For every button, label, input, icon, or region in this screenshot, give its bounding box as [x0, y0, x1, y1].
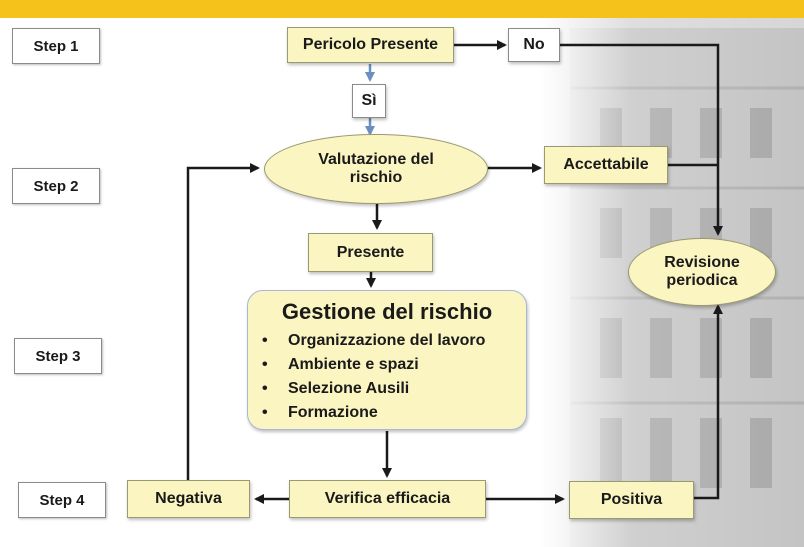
step-2-label: Step 2: [12, 168, 100, 204]
line-negativa-to-valutazione: [186, 163, 260, 480]
revisione-line-2: periodica: [666, 272, 738, 289]
line-no-to-revisione: [560, 43, 723, 236]
step-4-label: Step 4: [18, 482, 106, 518]
step-3-label: Step 3: [14, 338, 102, 374]
node-no: No: [508, 28, 560, 62]
node-pericolo-presente: Pericolo Presente: [287, 27, 454, 63]
gestione-item: Ambiente e spazi: [262, 353, 526, 377]
node-gestione-rischio: Gestione del rischio Organizzazione del …: [247, 290, 527, 430]
step-1-label: Step 1: [12, 28, 100, 64]
node-si: Sì: [352, 84, 386, 118]
node-verifica-efficacia: Verifica efficacia: [289, 480, 486, 518]
node-presente: Presente: [308, 233, 433, 272]
revisione-line-1: Revisione: [664, 254, 740, 271]
line-positiva-to-revisione: [694, 304, 723, 500]
node-negativa: Negativa: [127, 480, 250, 518]
gestione-item: Formazione: [262, 401, 526, 425]
gestione-item: Organizzazione del lavoro: [262, 329, 526, 353]
top-accent-bar: [0, 0, 804, 18]
node-valutazione-rischio: Valutazione del rischio: [264, 134, 488, 204]
node-revisione-periodica: Revisione periodica: [628, 238, 776, 306]
gestione-item: Selezione Ausili: [262, 377, 526, 401]
gestione-title: Gestione del rischio: [281, 299, 493, 324]
node-positiva: Positiva: [569, 481, 694, 519]
gestione-list: Organizzazione del lavoro Ambiente e spa…: [248, 329, 526, 425]
valutazione-line-2: rischio: [349, 169, 403, 186]
node-accettabile: Accettabile: [544, 146, 668, 184]
valutazione-line-1: Valutazione del: [318, 151, 434, 168]
